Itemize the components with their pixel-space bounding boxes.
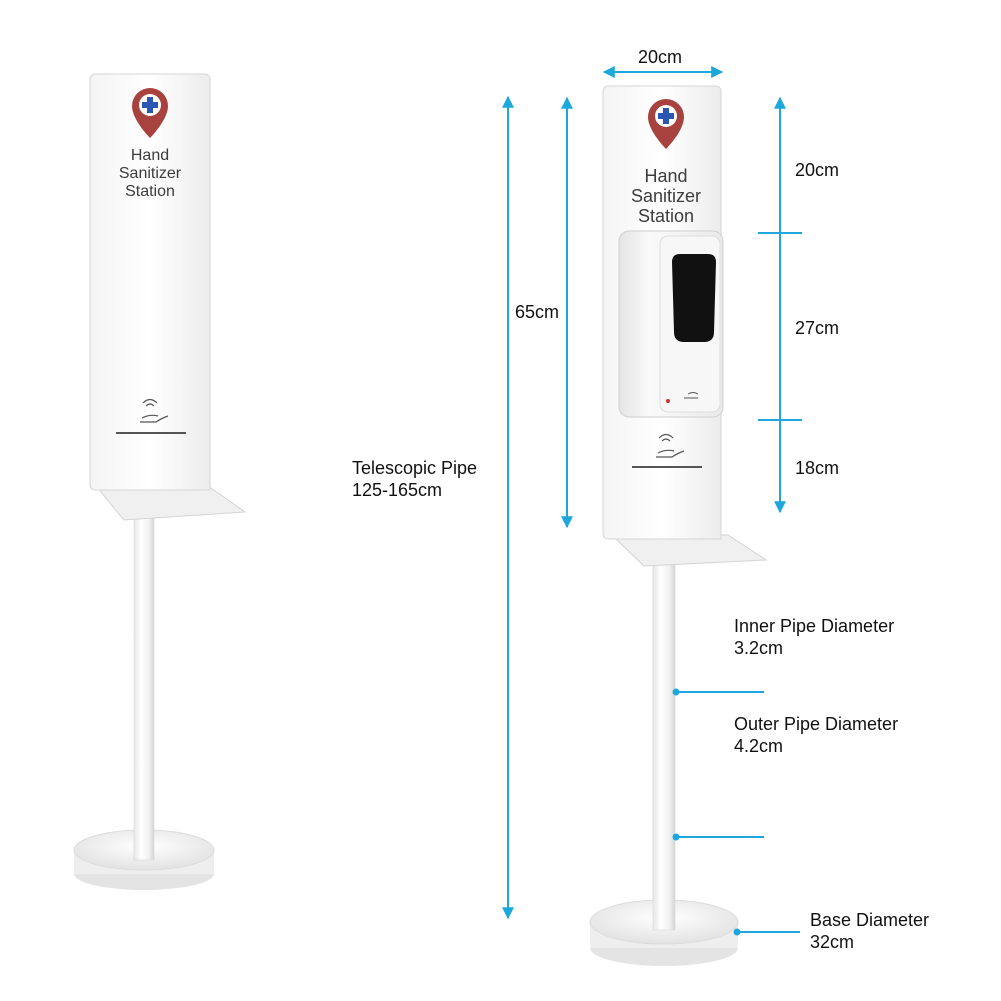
- outer-pipe-label: Outer Pipe Diameter 4.2cm: [734, 714, 898, 757]
- inner-pipe-label: Inner Pipe Diameter 3.2cm: [734, 616, 894, 659]
- base-diameter-value: 32cm: [810, 931, 855, 952]
- hand-sensor-icon: [116, 398, 186, 434]
- segment-top-label: 20cm: [795, 160, 840, 180]
- sign-line-1: Hand: [644, 166, 688, 186]
- telescopic-pipe-label: Telescopic Pipe 125-165cm: [352, 458, 477, 501]
- base-diameter-title: Base Diameter: [810, 910, 930, 930]
- soap-dispenser: [618, 230, 724, 418]
- segment-middle-label: 27cm: [795, 318, 840, 338]
- sign-line-2: Sanitizer: [630, 186, 702, 207]
- width-label: 20cm: [638, 47, 683, 67]
- segment-bottom-label: 18cm: [795, 458, 840, 478]
- outer-pipe-value: 4.2cm: [734, 735, 784, 756]
- location-pin-icon: [648, 99, 684, 149]
- left-sign-text: Hand Sanitizer Station: [100, 147, 200, 201]
- right-base: [589, 899, 739, 966]
- medical-cross-icon: [658, 108, 674, 124]
- left-pipe: [133, 514, 155, 861]
- right-shelf: [610, 534, 768, 567]
- sign-line-3: Station: [125, 182, 175, 200]
- telescopic-title: Telescopic Pipe: [352, 458, 478, 478]
- hand-sensor-icon: [632, 433, 702, 468]
- sign-line-1: Hand: [130, 147, 170, 164]
- base-diameter-label: Base Diameter 32cm: [810, 910, 929, 953]
- left-stand: [73, 73, 247, 890]
- right-pipe: [652, 559, 676, 931]
- telescopic-value: 125-165cm: [352, 479, 443, 500]
- dimension-markers: [502, 66, 802, 936]
- medical-cross-icon: [142, 97, 158, 113]
- inner-pipe-title: Inner Pipe Diameter: [734, 616, 895, 636]
- dispenser-window: [672, 254, 716, 342]
- panel-height-label: 65cm: [515, 302, 560, 322]
- location-pin-icon: [132, 88, 168, 138]
- left-base: [73, 829, 215, 890]
- inner-pipe-value: 3.2cm: [734, 637, 784, 658]
- outer-pipe-title: Outer Pipe Diameter: [734, 714, 899, 734]
- sign-line-2: Sanitizer: [118, 164, 182, 182]
- left-shelf: [94, 485, 247, 521]
- sign-line-3: Station: [637, 206, 695, 227]
- right-sign-text: Hand Sanitizer Station: [612, 166, 720, 226]
- right-stand: [589, 85, 768, 966]
- left-panel: [89, 73, 211, 491]
